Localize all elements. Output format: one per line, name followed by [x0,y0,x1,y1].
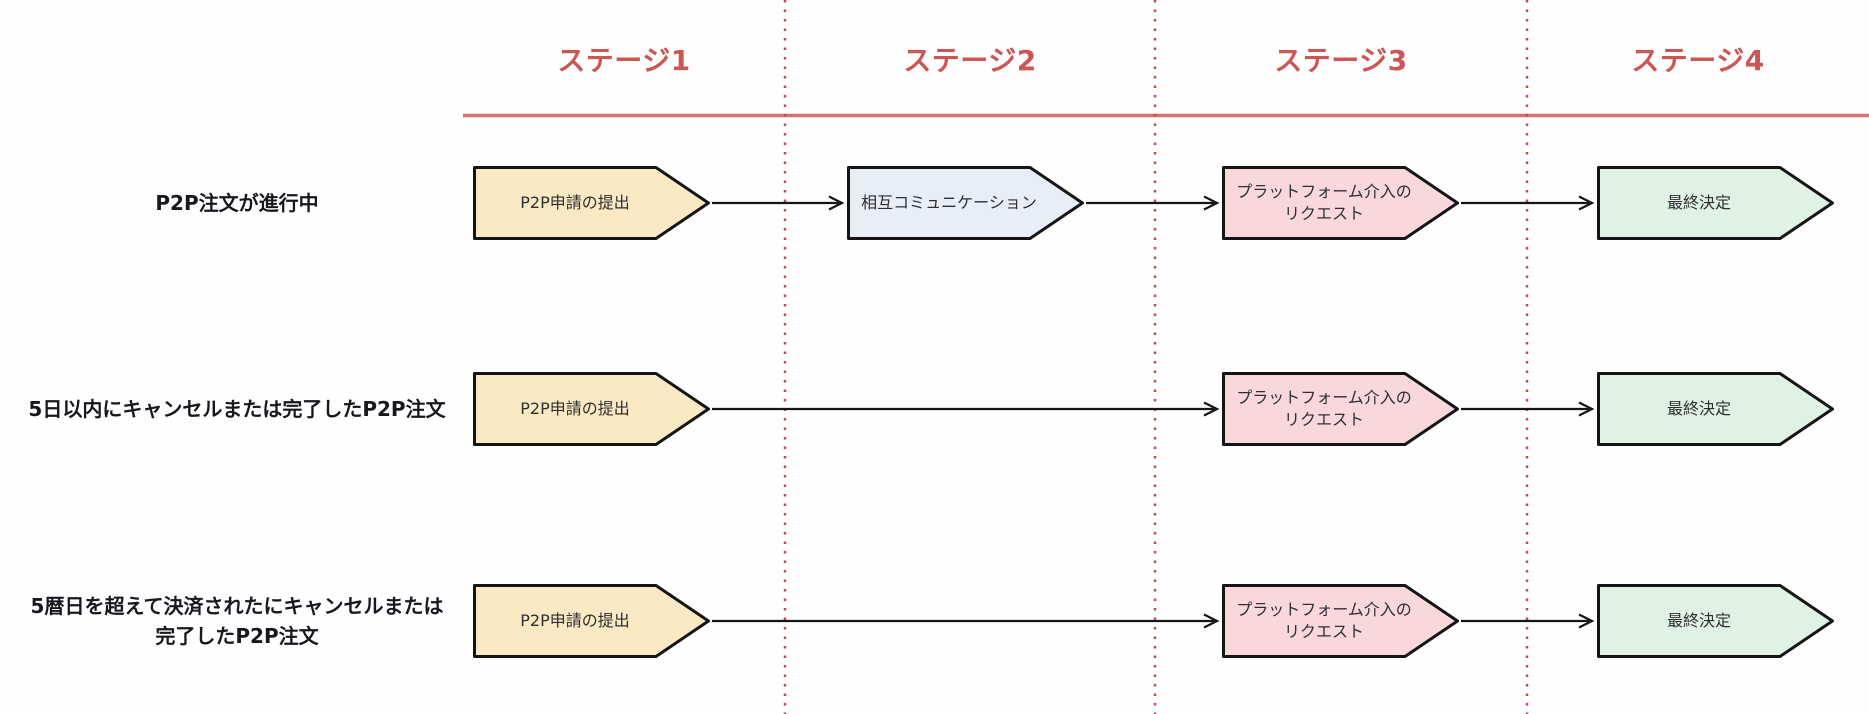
shape-label: P2P申請の提出 [520,610,630,630]
flow-shape: プラットフォーム介入のリクエスト [1222,584,1459,658]
flow-shape-outline [1222,372,1459,446]
flow-shape-outline [473,372,710,446]
row-label: P2P注文が進行中 [155,191,319,215]
row-label: 5日以内にキャンセルまたは完了したP2P注文 [28,397,446,421]
flow-shape: P2P申請の提出 [473,372,710,446]
flow-shape-outline [1222,584,1459,658]
flow-shape-outline [1597,584,1834,658]
stage-header: ステージ3 [1274,44,1408,77]
shape-label: プラットフォーム介入のリクエスト [1236,181,1412,223]
flow-shape: 最終決定 [1597,166,1834,240]
shape-label: P2P申請の提出 [520,192,630,212]
flow-arrowhead [1578,613,1595,629]
flow-shape: プラットフォーム介入のリクエスト [1222,372,1459,446]
flow-shape: P2P申請の提出 [473,166,710,240]
flow-arrowhead [1203,401,1220,417]
shape-label: プラットフォーム介入のリクエスト [1236,387,1412,429]
stage-header: ステージ4 [1631,44,1765,77]
stage-header: ステージ1 [557,44,691,77]
flow-shape-outline [473,584,710,658]
flow-shape: 最終決定 [1597,584,1834,658]
row-label: 5暦日を超えて決済されたにキャンセルまたは完了したP2P注文 [30,594,444,648]
flow-shape: 最終決定 [1597,372,1834,446]
flow-shape: プラットフォーム介入のリクエスト [1222,166,1459,240]
shape-label: 相互コミュニケーション [861,192,1037,212]
flow-shape: P2P申請の提出 [473,584,710,658]
flow-shape-outline [1597,372,1834,446]
flow-shape-outline [1597,166,1834,240]
shape-label: プラットフォーム介入のリクエスト [1236,599,1412,641]
flow-shape-outline [473,166,710,240]
shape-label: 最終決定 [1666,398,1731,418]
flow-arrowhead [1578,195,1595,211]
flow-arrowhead [1203,613,1220,629]
shape-label: 最終決定 [1666,192,1731,212]
flow-arrowhead [1578,401,1595,417]
stage-header: ステージ2 [903,44,1037,77]
flow-arrowhead [1203,195,1220,211]
flow-shape-outline [1222,166,1459,240]
shape-label: 最終決定 [1666,610,1731,630]
flow-shape-outline [847,166,1084,240]
shape-label: P2P申請の提出 [520,398,630,418]
flow-arrowhead [828,195,845,211]
flow-shape: 相互コミュニケーション [847,166,1084,240]
